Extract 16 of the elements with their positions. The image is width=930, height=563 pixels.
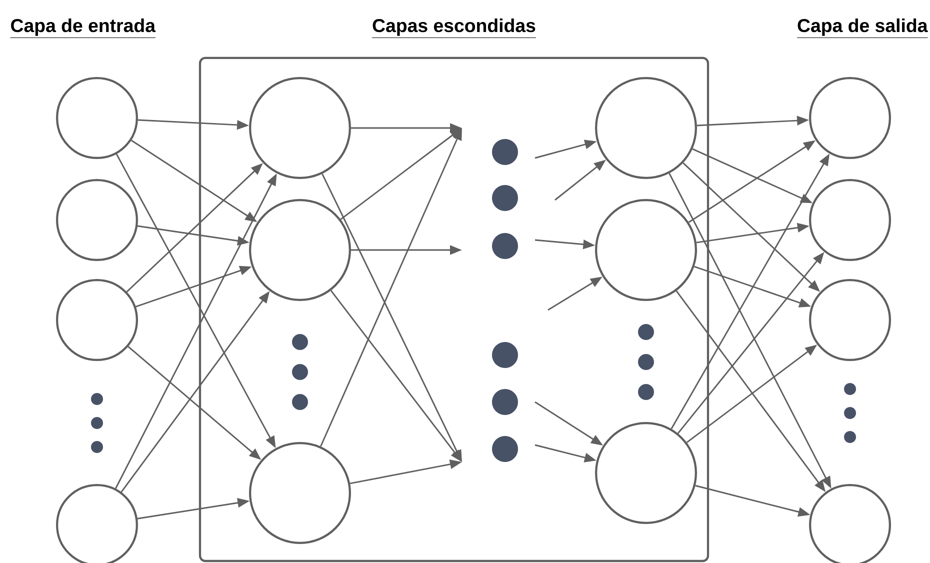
neuron-circle	[595, 77, 698, 179]
neuron-circle	[249, 77, 351, 179]
neuron-circle	[249, 199, 351, 301]
neuron-circle	[595, 199, 698, 301]
neuron-circle	[56, 179, 138, 261]
node-label: Capas escondidas	[372, 18, 536, 36]
neuron-circle	[249, 442, 351, 544]
neuron-circle	[809, 77, 892, 159]
neuron-circle	[56, 279, 138, 361]
layer-heading: Capa de entrada	[10, 18, 156, 38]
neuron-circle	[809, 179, 892, 261]
neuron-circle	[595, 422, 698, 524]
neuron-circle	[56, 77, 138, 159]
hidden-layer-frame: Capas escondidas	[198, 18, 710, 562]
layer-heading: Capa de salida	[796, 18, 928, 38]
neuron-circle	[809, 279, 892, 361]
